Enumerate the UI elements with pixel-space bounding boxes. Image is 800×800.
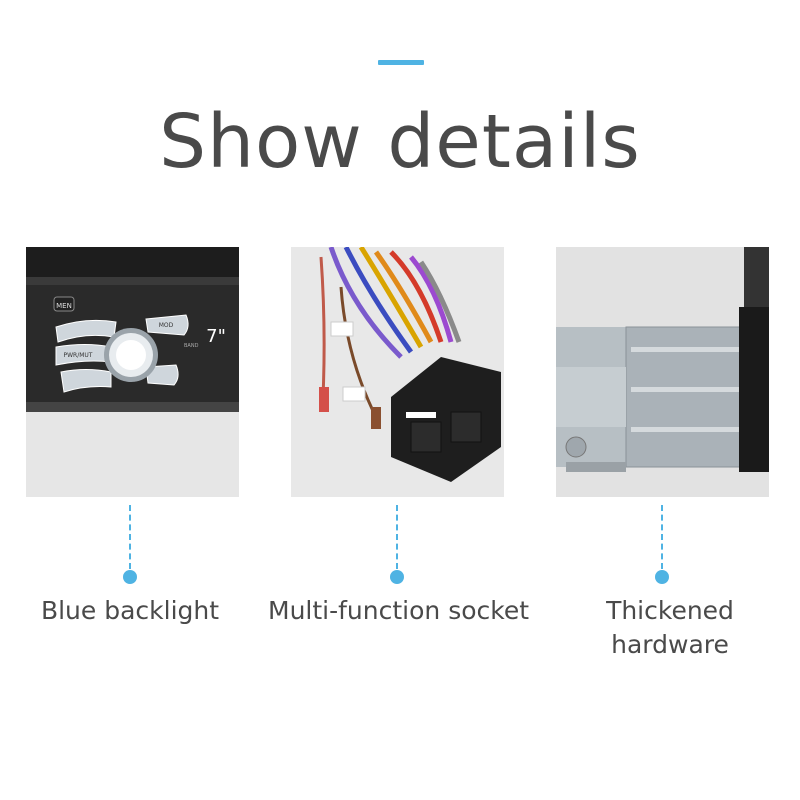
connector-line-2 (396, 505, 398, 569)
connector-dot-1 (123, 570, 137, 584)
feature-label-multi-function-socket: Multi-function socket (268, 596, 530, 625)
feature-label-line-2: hardware (611, 630, 729, 659)
connector-dot-2 (390, 570, 404, 584)
feature-label-thickened-hardware: Thickened hardware (590, 594, 750, 662)
connector-line-1 (129, 505, 131, 569)
band-key-text: BAND (184, 343, 199, 349)
mod-key-text: MOD (159, 322, 174, 329)
connector-dot-3 (655, 570, 669, 584)
multi-function-socket-image (291, 247, 504, 497)
connector-line-3 (661, 505, 663, 569)
feature-label-blue-backlight: Blue backlight (40, 596, 220, 625)
feature-label-line-1: Thickened (606, 596, 734, 625)
accent-bar (378, 60, 424, 65)
screen-size-text: 7" (206, 326, 226, 347)
blue-backlight-image: MEN PWR/MUT MOD BAND 7" (26, 247, 239, 497)
men-key-text: MEN (56, 302, 72, 310)
thickened-hardware-image (556, 247, 769, 497)
page-title: Show details (159, 99, 641, 185)
pwr-mut-key-text: PWR/MUT (64, 352, 93, 359)
